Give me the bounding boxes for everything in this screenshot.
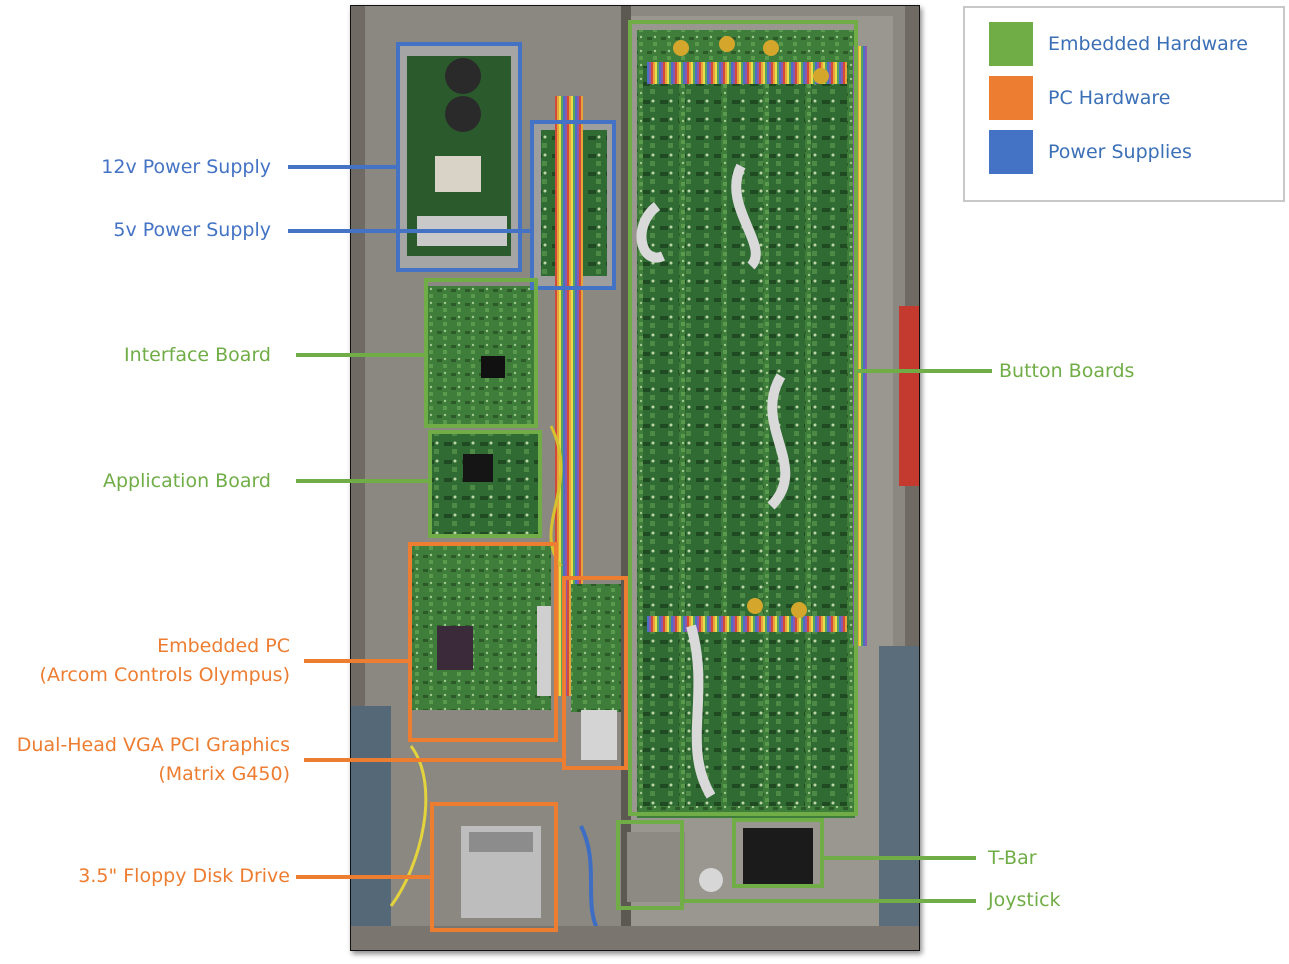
label-embedded-pc-line2: (Arcom Controls Olympus) (39, 664, 290, 686)
label-t-bar: T-Bar (988, 847, 1037, 869)
box-interface-board (424, 278, 538, 428)
box-5v-power-supply (530, 120, 616, 290)
legend-item-power: Power Supplies (989, 130, 1192, 174)
box-12v-power-supply (396, 42, 522, 272)
legend-label-power: Power Supplies (1048, 141, 1192, 163)
box-joystick (616, 820, 684, 910)
label-12v-power-supply: 12v Power Supply (101, 156, 271, 178)
legend-swatch-embedded (989, 22, 1033, 66)
legend-label-pc: PC Hardware (1048, 87, 1171, 109)
box-graphics-card (562, 576, 628, 770)
label-5v-power-supply: 5v Power Supply (113, 219, 271, 241)
box-t-bar (732, 818, 824, 888)
label-embedded-pc-line1: Embedded PC (157, 635, 290, 657)
box-button-boards (628, 20, 858, 816)
legend-label-embedded: Embedded Hardware (1048, 33, 1248, 55)
label-button-boards: Button Boards (999, 360, 1135, 382)
legend-swatch-power (989, 130, 1033, 174)
legend: Embedded Hardware PC Hardware Power Supp… (963, 6, 1285, 202)
device-photo (350, 5, 920, 951)
label-interface-board: Interface Board (124, 344, 271, 366)
legend-item-pc: PC Hardware (989, 76, 1171, 120)
label-joystick: Joystick (988, 889, 1061, 911)
device-photo-illustration (351, 6, 919, 950)
box-floppy-drive (430, 802, 558, 932)
box-application-board (428, 430, 542, 538)
legend-item-embedded: Embedded Hardware (989, 22, 1248, 66)
label-graphics-line2: (Matrix G450) (158, 763, 290, 785)
legend-swatch-pc (989, 76, 1033, 120)
label-floppy-drive: 3.5" Floppy Disk Drive (78, 865, 290, 887)
label-application-board: Application Board (102, 470, 271, 492)
label-graphics-line1: Dual-Head VGA PCI Graphics (16, 734, 290, 756)
box-embedded-pc (408, 542, 558, 742)
